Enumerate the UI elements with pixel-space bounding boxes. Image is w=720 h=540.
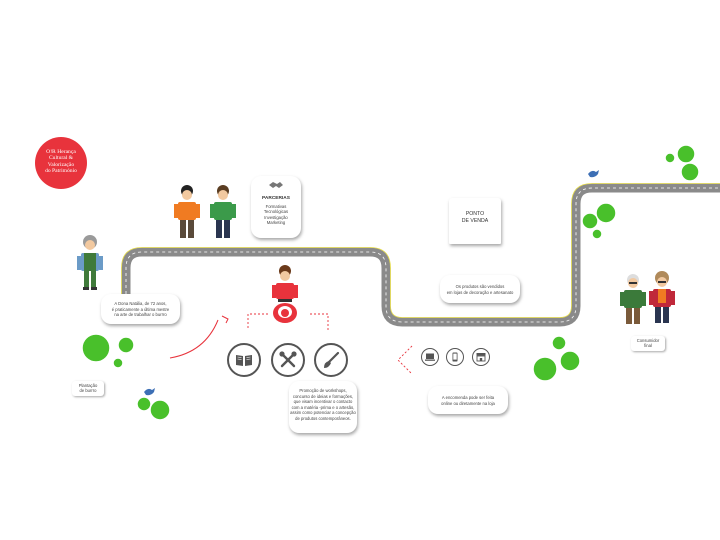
- partners-bubble: PARCERIAS Formativas Tecnológicas Invest…: [251, 176, 301, 238]
- order-bubble: A encomenda pode ser feita online ou dir…: [428, 386, 508, 414]
- point-of-sale-sign: PONTO DE VENDA: [449, 198, 501, 244]
- label-text: de burrro: [79, 388, 97, 394]
- partners-item: Investigação: [264, 214, 288, 220]
- consumer-label: Consumidor final: [631, 336, 665, 351]
- badge-line: Valorização: [47, 161, 75, 168]
- artisan-figure: [77, 235, 103, 290]
- bird-icon: [588, 170, 599, 178]
- badge-line: do Património: [45, 168, 77, 175]
- connector-left: [247, 313, 268, 330]
- road-edge-line: [121, 183, 720, 318]
- consumer-figure-woman: [649, 271, 675, 323]
- partners-item: Formativas: [265, 203, 287, 209]
- point-of-sale-line: DE VENDA: [461, 218, 489, 224]
- tree-cluster-center-right: [532, 335, 581, 382]
- partners-title: PARCERIAS: [262, 196, 290, 201]
- road-center-line: [125, 187, 720, 323]
- point-of-sale-line: PONTO: [465, 211, 485, 217]
- partner-figure-orange: [174, 185, 200, 238]
- book-icon: [227, 343, 261, 377]
- label-text: Consumidor: [636, 338, 660, 343]
- bubble-text: concurso de ideias e formações,: [292, 393, 354, 399]
- label-text: Plantação: [78, 383, 98, 388]
- bubble-text: Os produtos são vendidos: [455, 284, 505, 289]
- tree-cluster-bottom-left: [136, 396, 171, 421]
- label-text: final: [644, 343, 652, 349]
- tree-cluster-left: [81, 333, 135, 369]
- bubble-text: de produtos contemporâneos.: [295, 415, 351, 421]
- bubble-text: em lojas de decoração e artesanato: [446, 289, 514, 295]
- partners-item: Tecnológicas: [263, 209, 289, 215]
- bubble-text: A Dona Natália, de 72 anos,: [114, 301, 167, 306]
- heritage-badge: O!R Herança Cultural & Valorização do Pa…: [35, 137, 87, 189]
- partner-figure-green: [210, 185, 236, 238]
- consumer-figure-man: [620, 274, 646, 324]
- shop-icon: [472, 348, 490, 366]
- bubble-text: assim como potenciar a concepção: [290, 410, 356, 416]
- designer-figure: [272, 265, 298, 323]
- bird-icon: [144, 388, 155, 396]
- brush-icon: [314, 343, 348, 377]
- promotion-bubble: Promoção de workshops, concurso de ideia…: [289, 381, 357, 433]
- bubble-text: que visam incentivar o contacto: [293, 399, 353, 405]
- badge-line: Cultural &: [48, 155, 74, 162]
- connector-right: [310, 313, 329, 330]
- plantation-label: Plantação de burrro: [72, 381, 104, 396]
- products-bubble: Os produtos são vendidos em lojas de dec…: [440, 275, 520, 303]
- bubble-text: com a matéria -prima e o artesão,: [291, 404, 355, 410]
- bubble-text: é praticamente a última mestre: [111, 306, 170, 312]
- laptop-icon: [421, 348, 439, 366]
- tree-cluster-right: [581, 202, 617, 240]
- bubble-text: na arte de trabalhar o burrro: [114, 312, 167, 318]
- bubble-text: A encomenda pode ser feita: [441, 395, 495, 400]
- bubble-text: online ou diretamente na loja: [441, 400, 495, 406]
- tools-icon: [271, 343, 305, 377]
- flow-arrow-head: [221, 315, 229, 324]
- tree-cluster-top-right: [664, 144, 700, 182]
- artisan-bubble: A Dona Natália, de 72 anos, é praticamen…: [101, 294, 180, 324]
- connector-chevron: [397, 345, 413, 375]
- flow-arrow-curve: [169, 319, 219, 359]
- partners-item: Marketing: [266, 220, 286, 226]
- bubble-text: Promoção de workshops,: [299, 388, 347, 393]
- smartphone-icon: [446, 348, 464, 366]
- handshake-icon: [269, 182, 283, 188]
- badge-line: O!R Herança: [46, 149, 76, 155]
